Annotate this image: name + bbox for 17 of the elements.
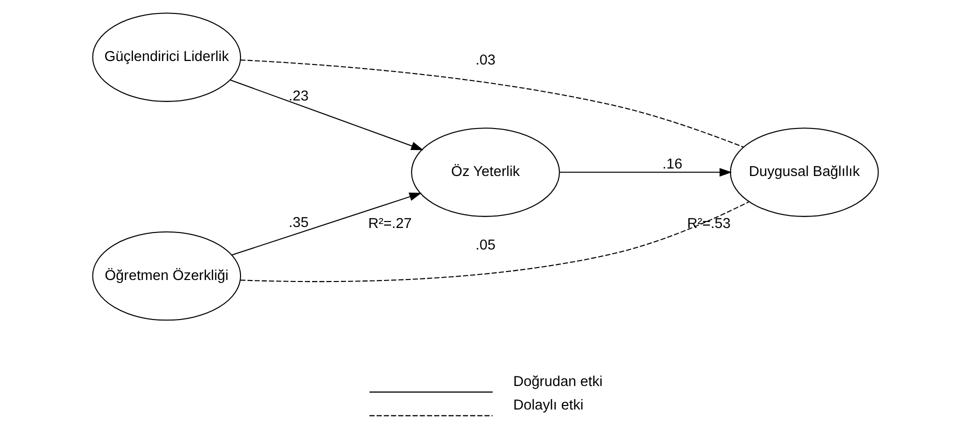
node-label: R²=.27: [368, 215, 412, 232]
arrow: [230, 79, 423, 150]
arrow: [559, 167, 732, 176]
edge-label: .23: [288, 88, 308, 104]
node-ellipse: Güçlendirici Liderlik: [92, 12, 241, 102]
connector: [240, 200, 749, 282]
connector: [240, 58, 744, 148]
node-ellipse: Duygusal Bağlılık: [729, 127, 878, 216]
legend-label: Dolaylı etki: [512, 397, 583, 414]
arrow: [231, 192, 422, 255]
node-label: R²=.53: [686, 215, 730, 232]
edge-label: .03: [475, 52, 495, 68]
edge-label: .35: [288, 214, 308, 230]
node-ellipse: Öğretmen Özerkliği: [92, 230, 241, 320]
edge-label: .16: [662, 156, 682, 172]
edge-label: .05: [475, 237, 495, 254]
legend-label: Doğrudan etki: [512, 374, 602, 390]
